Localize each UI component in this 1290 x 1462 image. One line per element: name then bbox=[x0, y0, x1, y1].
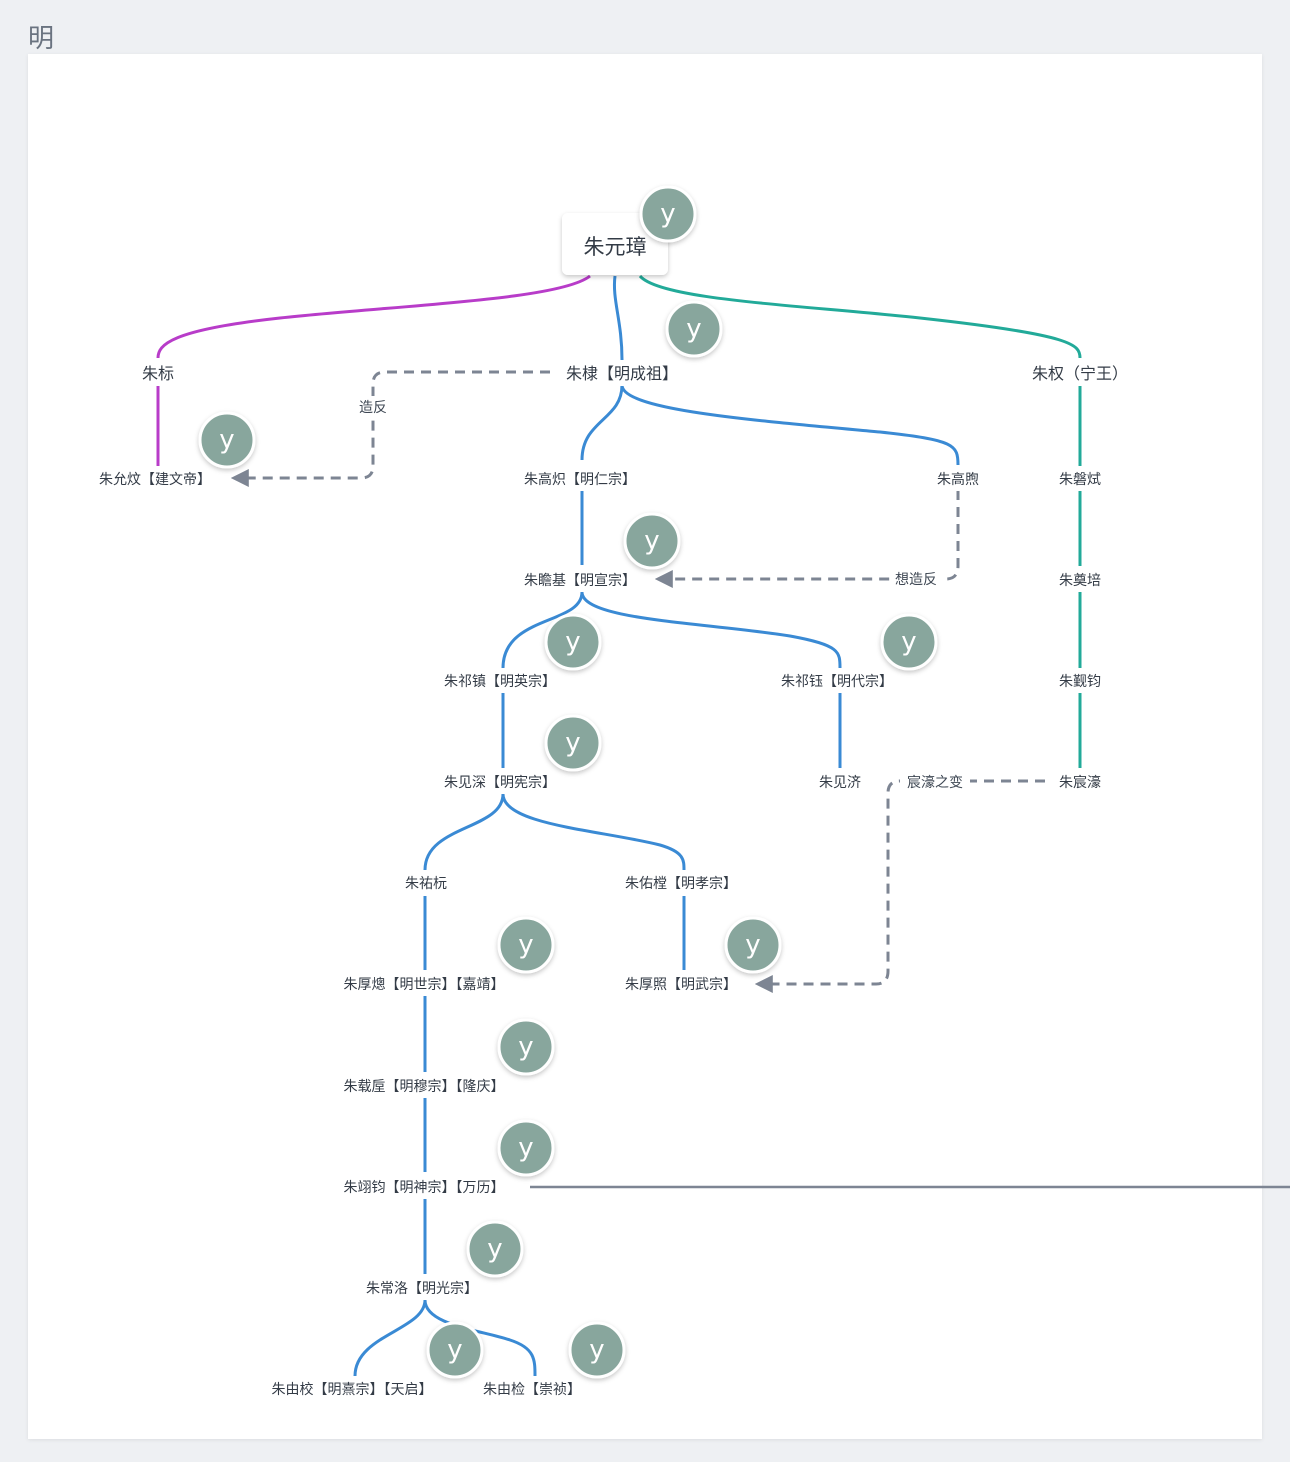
svg-text:y: y bbox=[745, 930, 760, 960]
edge-zhudi-zhugaoxu bbox=[620, 384, 960, 466]
diagram-canvas bbox=[28, 54, 1262, 1439]
edge-label-chenhao: 宸濠之变 bbox=[907, 774, 963, 791]
node-zhugaochi[interactable]: 朱高炽【明仁宗】 bbox=[524, 471, 636, 488]
node-zhuzaiji[interactable]: 朱载垕【明穆宗】【隆庆】 bbox=[344, 1079, 505, 1095]
node-zhuquan[interactable]: 朱权（宁王） bbox=[1032, 364, 1128, 383]
edge-root-zhubiao bbox=[156, 274, 591, 359]
svg-text:y: y bbox=[686, 314, 701, 344]
svg-text:y: y bbox=[518, 1133, 533, 1163]
root-node-box[interactable] bbox=[562, 213, 668, 275]
svg-text:y: y bbox=[518, 1032, 533, 1062]
page-title: 明 bbox=[28, 24, 55, 54]
svg-text:y: y bbox=[565, 728, 580, 758]
svg-text:y: y bbox=[660, 199, 675, 229]
edge-label-xiangzaofan: 想造反 bbox=[895, 572, 937, 588]
node-zhuqiyu[interactable]: 朱祁钰【明代宗】 bbox=[781, 674, 893, 690]
edge-zhuzhanji-zhuqiyu bbox=[580, 591, 842, 669]
svg-text:y: y bbox=[644, 526, 659, 556]
edges-dashed bbox=[230, 370, 1045, 993]
node-zhuyoucheng[interactable]: 朱佑樘【明孝宗】 bbox=[625, 876, 737, 892]
node-zhudianpei[interactable]: 朱奠培 bbox=[1059, 573, 1101, 589]
node-zhuzhanji[interactable]: 朱瞻基【明宣宗】 bbox=[524, 572, 636, 589]
avatar-zhuyouxiao[interactable]: y bbox=[426, 1321, 484, 1379]
avatar-zhudi[interactable]: y bbox=[665, 300, 723, 358]
edge-zhuchangluo-zhuyouxiao bbox=[353, 1299, 427, 1377]
avatar-zhuyijun[interactable]: y bbox=[497, 1119, 555, 1177]
node-zhudi[interactable]: 朱棣【明成祖】 bbox=[566, 364, 678, 383]
root-node[interactable]: 朱元璋 bbox=[584, 235, 647, 259]
edge-zhuchangluo-zhuyoujian bbox=[423, 1299, 537, 1377]
avatar-zhuyoujian[interactable]: y bbox=[568, 1321, 626, 1379]
edge-zaofan bbox=[230, 370, 550, 487]
avatar-zhuzhanji[interactable]: y bbox=[623, 512, 681, 570]
node-zhuqizhen[interactable]: 朱祁镇【明英宗】 bbox=[444, 673, 556, 690]
node-zhujunjun[interactable]: 朱觐钧 bbox=[1059, 674, 1101, 690]
avatar-zhuqizhen[interactable]: y bbox=[544, 613, 602, 671]
edge-zhujianshen-zhuyouyuan bbox=[423, 793, 505, 871]
avatar-zhuhouzhao[interactable]: y bbox=[724, 916, 782, 974]
svg-text:y: y bbox=[487, 1234, 502, 1264]
avatar-zhuchangluo[interactable]: y bbox=[466, 1220, 524, 1278]
avatars: y y y y y y y y y y y y y y bbox=[198, 185, 938, 1379]
node-zhuyoujian[interactable]: 朱由检【崇祯】 bbox=[483, 1382, 581, 1398]
svg-text:y: y bbox=[518, 930, 533, 960]
edge-label-zaofan: 造反 bbox=[359, 400, 387, 416]
edge-zhujianshen-zhuyoucheng bbox=[501, 793, 686, 871]
node-zhuhoucong[interactable]: 朱厚熜【明世宗】【嘉靖】 bbox=[344, 976, 505, 993]
avatar-zhuzaiji[interactable]: y bbox=[497, 1018, 555, 1076]
node-zhuhouzhao[interactable]: 朱厚照【明武宗】 bbox=[625, 977, 737, 993]
edge-zhudi-zhugaochi bbox=[580, 384, 624, 461]
node-zhuyijun[interactable]: 朱翊钧【明神宗】【万历】 bbox=[344, 1180, 505, 1196]
svg-text:y: y bbox=[901, 627, 916, 657]
avatar-zhujianshen[interactable]: y bbox=[544, 714, 602, 772]
node-zhujianji[interactable]: 朱见济 bbox=[819, 775, 861, 791]
svg-text:y: y bbox=[447, 1335, 462, 1365]
node-zhuchenhao[interactable]: 朱宸濠 bbox=[1059, 774, 1101, 791]
edges-teal bbox=[638, 274, 1082, 768]
avatar-root[interactable]: y bbox=[639, 185, 697, 243]
edge-zhuzhanji-zhuqizhen bbox=[501, 591, 584, 669]
node-zhuyouxiao[interactable]: 朱由校【明熹宗】【天启】 bbox=[272, 1381, 433, 1398]
svg-text:y: y bbox=[565, 627, 580, 657]
node-labels: 朱标 朱棣【明成祖】 朱权（宁王） 朱允炆【建文帝】 朱高炽【明仁宗】 朱高煦 … bbox=[92, 360, 1138, 1401]
edge-root-zhudi bbox=[612, 275, 624, 361]
edge-xiangzaofan bbox=[654, 490, 960, 588]
node-zhubiao[interactable]: 朱标 bbox=[142, 364, 174, 383]
svg-text:y: y bbox=[589, 1335, 604, 1365]
edges-blue bbox=[353, 275, 960, 1377]
node-zhuyouyuan[interactable]: 朱祐杬 bbox=[405, 876, 447, 892]
node-zhujianshen[interactable]: 朱见深【明宪宗】 bbox=[444, 774, 556, 791]
avatar-zhuyunwen[interactable]: y bbox=[198, 411, 256, 469]
node-zhugaoxu[interactable]: 朱高煦 bbox=[937, 471, 979, 488]
avatar-zhuqiyu[interactable]: y bbox=[880, 613, 938, 671]
node-zhupanshi[interactable]: 朱磐烒 bbox=[1059, 472, 1101, 488]
edge-root-zhuquan bbox=[638, 274, 1082, 359]
node-zhuyunwen[interactable]: 朱允炆【建文帝】 bbox=[99, 472, 211, 488]
edge-chenhao bbox=[754, 779, 1045, 993]
avatar-zhuhoucong[interactable]: y bbox=[497, 916, 555, 974]
node-zhuchangluo[interactable]: 朱常洛【明光宗】 bbox=[366, 1281, 478, 1297]
edges-purple bbox=[156, 274, 591, 466]
edge-labels: 造反 想造反 宸濠之变 bbox=[352, 396, 970, 792]
svg-text:y: y bbox=[219, 425, 234, 455]
